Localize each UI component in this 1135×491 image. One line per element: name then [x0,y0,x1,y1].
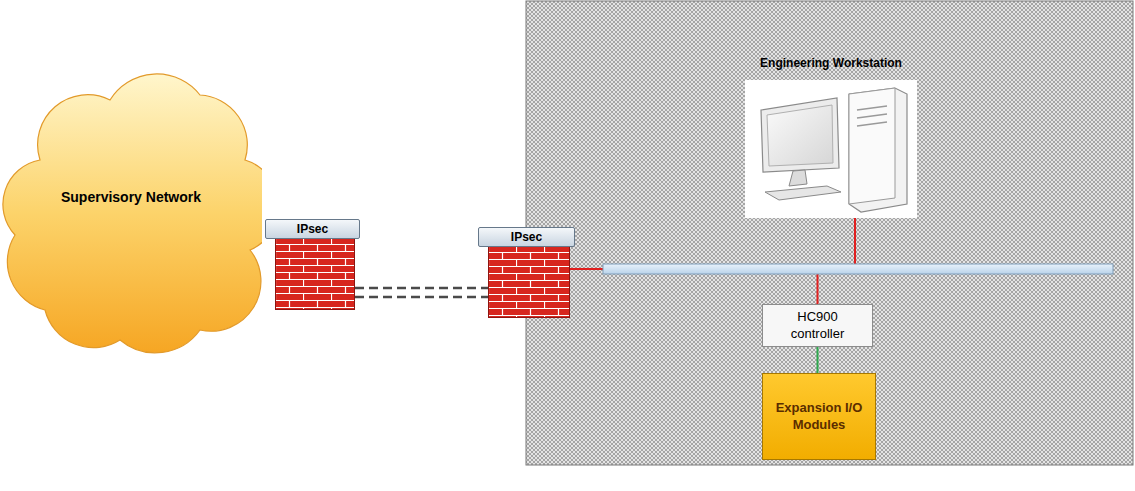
workstation-box: Engineering Workstation [745,80,917,218]
connector [570,218,855,269]
network-cloud: Supervisory Network [0,40,262,357]
connector [817,347,819,373]
wall-outline [489,246,570,318]
brick-wall [488,245,570,318]
drive-bays [857,106,887,126]
brick-wall [275,237,355,310]
firewall: IPsec [488,245,570,318]
computer-icon [745,80,917,218]
firewall-label: IPsec [478,227,575,247]
monitor-stand [789,170,807,186]
io-module-label: Expansion I/O Modules [769,400,869,433]
workstation-label: Engineering Workstation [725,56,937,70]
io-module-box: Expansion I/O Modules [762,373,876,460]
monitor [761,98,839,172]
screen [767,105,833,166]
cloud-label: Supervisory Network [61,189,201,205]
network-bus [603,264,1113,274]
tower-front [849,88,895,204]
controller-label: HC900 controller [769,309,866,342]
connector [355,287,488,290]
cloud-outline [3,74,262,353]
controller-box: HC900 controller [762,304,873,347]
firewall-label: IPsec [265,219,360,239]
keyboard [765,186,841,200]
wall-outline [276,238,355,310]
tower [849,88,907,212]
firewall: IPsec [275,237,355,310]
connector [355,296,488,299]
secure-zone [526,1,1133,465]
